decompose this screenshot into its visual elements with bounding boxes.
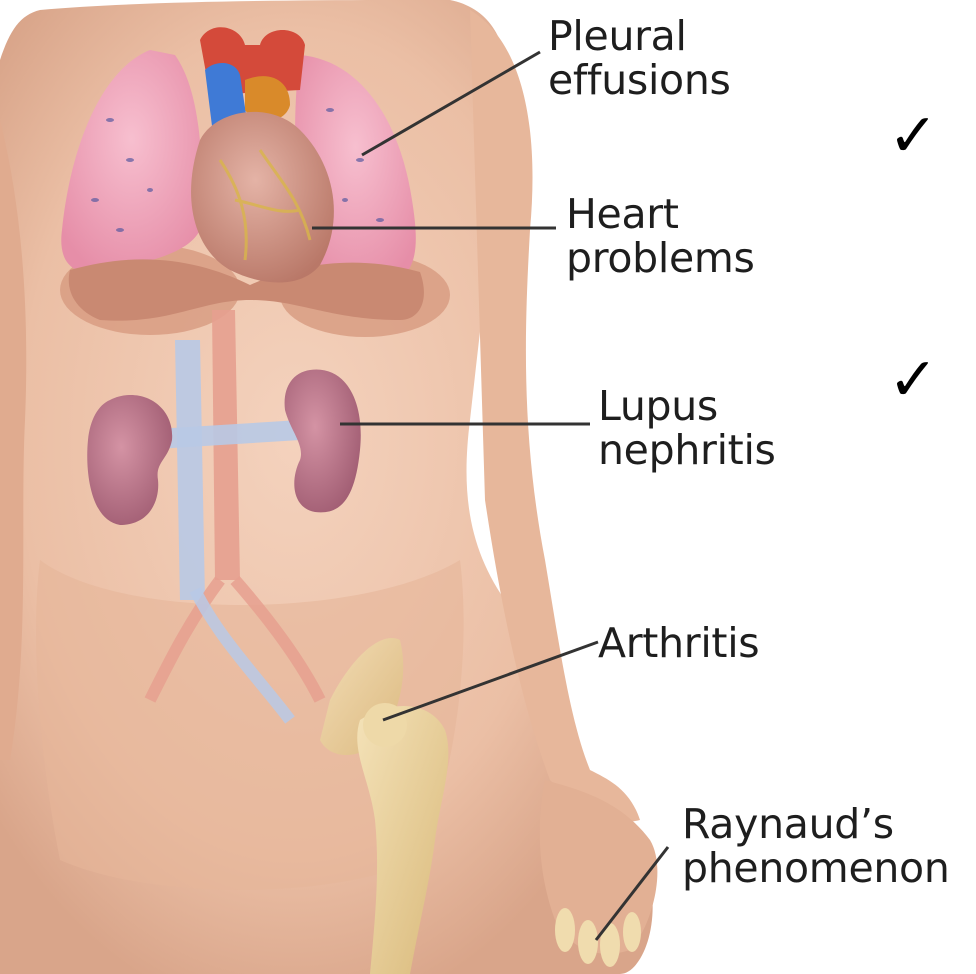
label-raynaud-line1: Raynaud’s [682,802,950,846]
label-raynaud-line2: phenomenon [682,846,950,890]
label-raynauds-phenomenon: Raynaud’s phenomenon [682,802,950,890]
inferior-vena-cava [175,340,205,600]
label-arthritis: Arthritis [598,621,759,665]
label-pleural-effusions: Pleural effusions [548,14,731,102]
label-lupus-nephritis: Lupus nephritis [598,384,776,472]
femoral-head [363,703,407,747]
label-arthritis-line1: Arthritis [598,621,759,665]
label-heart-line2: problems [566,236,755,280]
label-pleural-line1: Pleural [548,14,731,58]
checkmark-icon: ✓ [888,106,938,166]
label-lupus-line2: nephritis [598,428,776,472]
label-lupus-line1: Lupus [598,384,776,428]
label-pleural-line2: effusions [548,58,731,102]
label-heart-problems: Heart problems [566,192,755,280]
checkmark-icon: ✓ [888,350,938,410]
label-heart-line1: Heart [566,192,755,236]
